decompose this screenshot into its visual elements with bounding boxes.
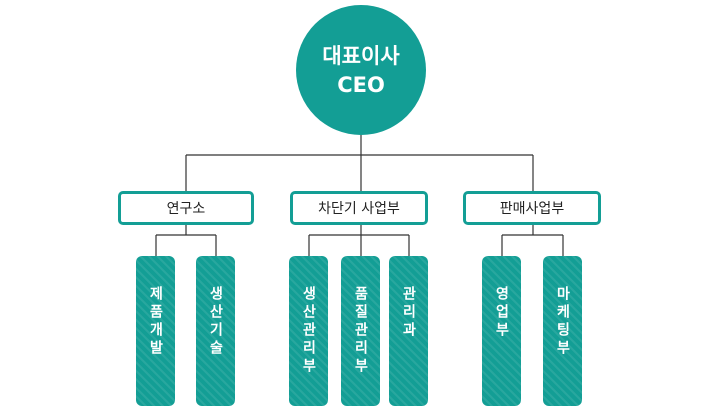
team-label: 생산관리부 (300, 286, 317, 376)
ceo-subtitle: CEO (337, 73, 385, 97)
team-label: 관리과 (400, 286, 417, 340)
team-label: 생산기술 (207, 286, 224, 358)
dept-sales-division: 판매사업부 (463, 191, 601, 225)
team-label: 제품개발 (147, 286, 164, 358)
ceo-node: 대표이사 CEO (296, 5, 426, 135)
dept-label: 차단기 사업부 (318, 201, 400, 217)
team-marketing: 마케팅부 (543, 256, 582, 406)
dept-research-lab: 연구소 (118, 191, 254, 225)
team-production-technology: 생산기술 (196, 256, 235, 406)
team-product-development: 제품개발 (136, 256, 175, 406)
dept-label: 연구소 (166, 201, 206, 217)
team-production-management: 생산관리부 (289, 256, 328, 406)
team-label: 영업부 (493, 286, 510, 340)
team-label: 마케팅부 (554, 286, 571, 358)
team-label: 품질관리부 (352, 286, 369, 376)
ceo-title: 대표이사 (322, 44, 400, 68)
team-sales: 영업부 (482, 256, 521, 406)
team-administration: 관리과 (389, 256, 428, 406)
dept-label: 판매사업부 (499, 201, 565, 217)
team-quality-management: 품질관리부 (341, 256, 380, 406)
dept-breaker-division: 차단기 사업부 (290, 191, 428, 225)
